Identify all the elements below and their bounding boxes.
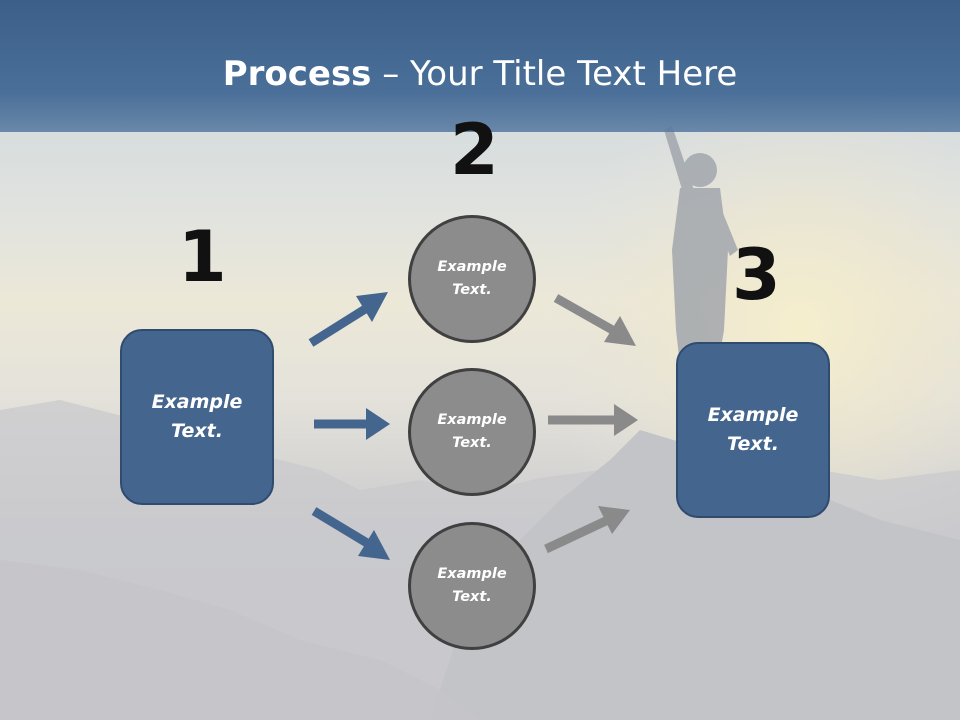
step-number-1: 1 (178, 216, 227, 298)
circle-middle-line2: Text. (452, 435, 492, 451)
slide-title: Process – Your Title Text Here (0, 52, 960, 96)
step-number-2: 2 (450, 109, 499, 191)
right-box-line2: Text. (727, 433, 779, 455)
right-box-line1: Example (707, 404, 799, 426)
arrow-gray-right-icon (548, 404, 638, 436)
circle-top-line2: Text. (452, 282, 492, 298)
arrow-gray-up-right-icon (544, 506, 630, 554)
lower-ridge (0, 560, 480, 720)
circle-step-bottom: Example Text. (408, 522, 536, 650)
right-step-box: Example Text. (676, 342, 830, 518)
title-bold: Process (222, 54, 372, 94)
arrow-gray-down-right-icon (553, 294, 636, 346)
circle-step-top: Example Text. (408, 215, 536, 343)
left-box-line2: Text. (171, 420, 223, 442)
circle-bottom-line1: Example (437, 566, 507, 582)
circle-step-middle: Example Text. (408, 368, 536, 496)
title-rest: – Your Title Text Here (371, 54, 738, 94)
circle-bottom-line2: Text. (452, 589, 492, 605)
arrow-up-right-icon (308, 292, 388, 347)
step-number-3: 3 (732, 234, 781, 316)
left-box-line1: Example (151, 391, 243, 413)
circle-middle-line1: Example (437, 412, 507, 428)
title-bar (0, 0, 960, 132)
circle-top-line1: Example (437, 259, 507, 275)
left-step-box: Example Text. (120, 329, 274, 505)
arrow-down-right-icon (311, 507, 390, 560)
arrow-right-icon (314, 408, 390, 440)
